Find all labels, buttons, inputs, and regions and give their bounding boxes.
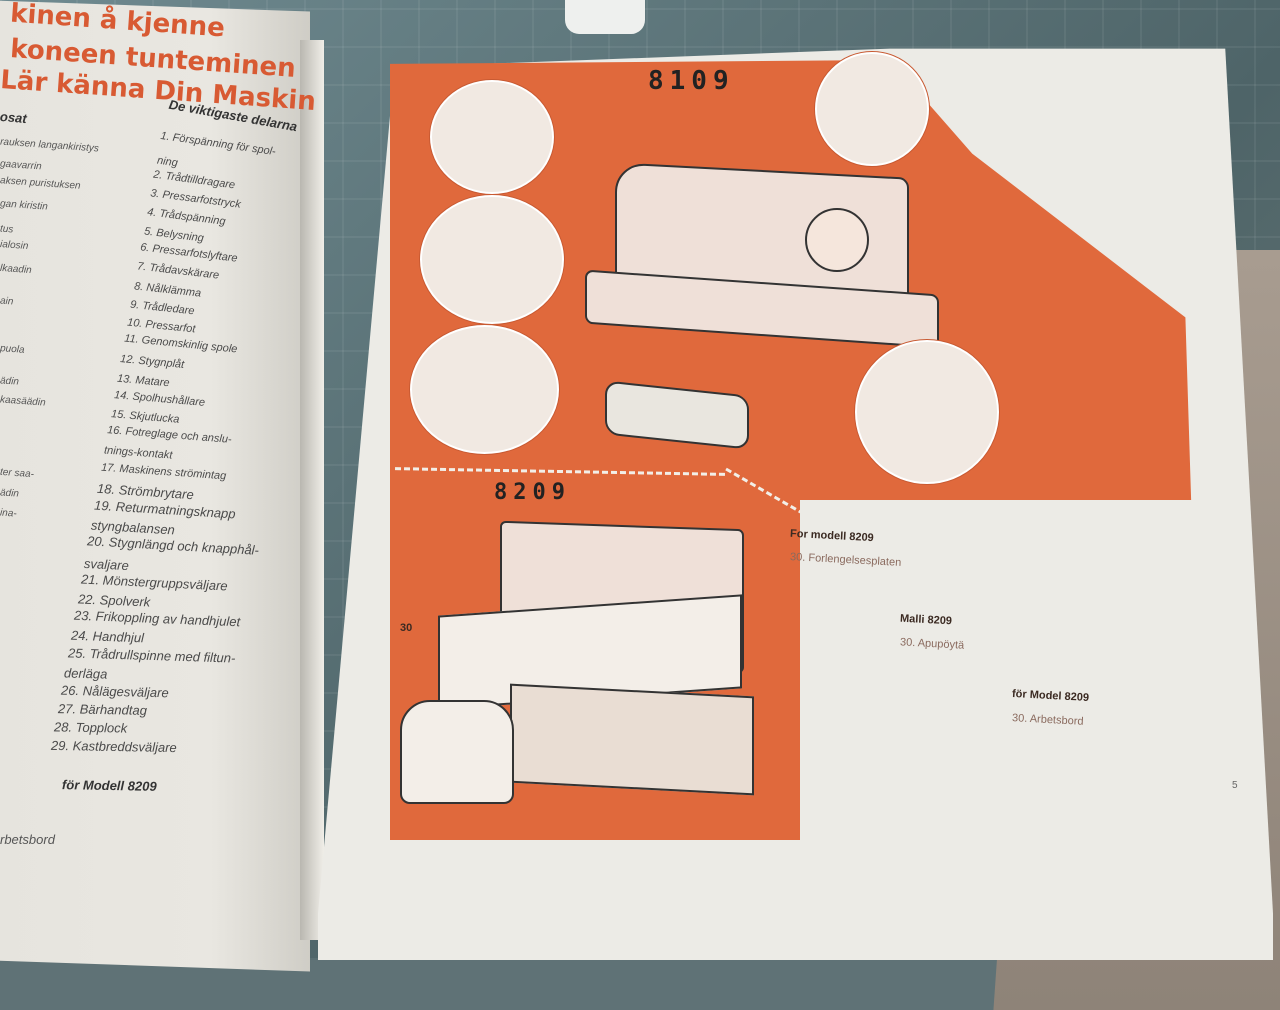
model-note-area: [800, 500, 1220, 840]
left-column-item: ädin: [0, 487, 20, 500]
part-item: 28. Topplock: [54, 719, 128, 737]
puzzle-piece: [565, 0, 645, 34]
left-column-item: ain: [0, 295, 14, 308]
detail-circle-handwheel: [815, 52, 929, 166]
part-item: derläga: [64, 665, 108, 682]
callout-30: 30: [400, 622, 413, 634]
left-column-item: ialosin: [0, 239, 29, 252]
page-number: 5: [1232, 780, 1238, 791]
left-column-item: ter saa-: [0, 466, 35, 481]
part-item: 29. Kastbreddsväljare: [50, 737, 177, 755]
left-column-item: ädin: [0, 375, 20, 388]
left-column-title: osat: [0, 108, 28, 127]
hand-illustration: [400, 700, 514, 804]
detail-circle-needle: [420, 195, 564, 324]
detail-circle-bobbin: [410, 325, 559, 454]
stitch-dial-icon: [805, 208, 869, 272]
detail-circle-tension: [430, 80, 554, 194]
bottom-faded-text: rbetsbord: [0, 832, 55, 847]
model-label-8109: 8109: [648, 66, 735, 96]
part-item: 26. Nålägesväljare: [60, 682, 169, 701]
part-item: 27. Bärhandtag: [57, 701, 147, 719]
book-gutter: [300, 40, 324, 940]
left-column-item: tus: [0, 223, 14, 236]
part-item: 22. Spolverk: [77, 591, 151, 610]
part-item: 24. Handhjul: [70, 628, 145, 646]
detail-circle-power: [855, 340, 999, 484]
left-column-item: ina-: [0, 507, 18, 520]
machine-base-8209: [510, 683, 754, 796]
left-column-item: puola: [0, 343, 25, 356]
left-column-item: lkaadin: [0, 262, 33, 277]
bottom-note: för Modell 8209: [61, 777, 157, 794]
model-label-8209: 8209: [494, 480, 571, 505]
part-item: svaljare: [83, 555, 130, 573]
